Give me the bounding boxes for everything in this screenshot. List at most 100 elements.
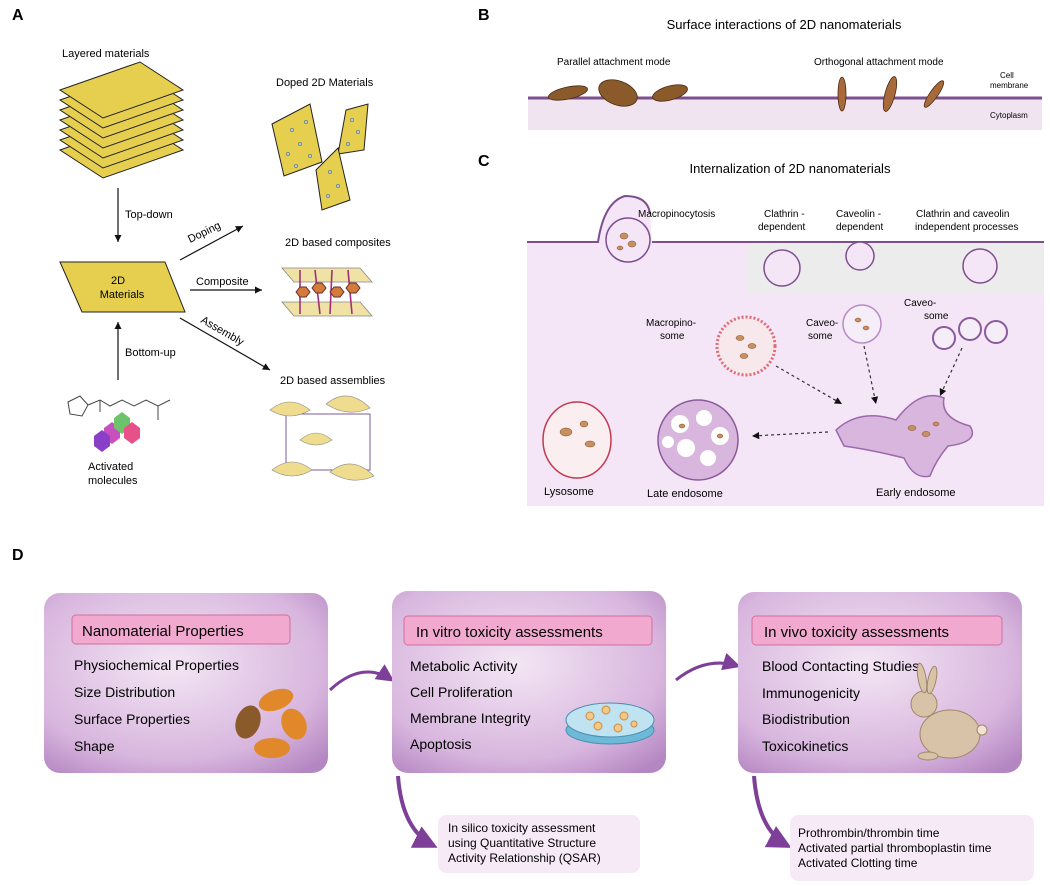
box3-item-2: Biodistribution bbox=[762, 711, 850, 727]
arrow-to-in-silico bbox=[396, 775, 438, 848]
panel-d-letter: D bbox=[12, 547, 24, 564]
box1-item-2: Surface Properties bbox=[74, 711, 190, 727]
caveosome-1-label-line2: some bbox=[808, 331, 833, 342]
late-endosome-vesicles bbox=[662, 410, 729, 466]
clathrin-label-line1: Clathrin - bbox=[764, 209, 805, 220]
panel-b: B Surface interactions of 2D nanomateria… bbox=[478, 7, 1042, 130]
independent-label-line2: independent processes bbox=[915, 222, 1018, 233]
box1-item-3: Shape bbox=[74, 738, 115, 754]
early-endosome-label: Early endosome bbox=[876, 487, 956, 499]
center-label-line2: Materials bbox=[100, 289, 145, 301]
clathrin-pit bbox=[763, 249, 801, 287]
activated-molecule-structure bbox=[67, 395, 171, 420]
early-endosome bbox=[835, 394, 974, 478]
layered-materials-label: Layered materials bbox=[62, 48, 150, 60]
parallel-label: Parallel attachment mode bbox=[557, 57, 671, 68]
center-label-line1: 2D bbox=[111, 275, 125, 287]
panel-a-letter: A bbox=[12, 7, 24, 24]
box2-item-0: Metabolic Activity bbox=[410, 658, 517, 674]
nanomaterial-properties-title-box bbox=[71, 614, 291, 645]
top-down-label: Top-down bbox=[125, 209, 173, 221]
arrow-box1-to-box2 bbox=[328, 664, 395, 692]
clathrin-label-line2: dependent bbox=[758, 222, 805, 233]
in-silico-box bbox=[438, 815, 640, 873]
assembly-structure bbox=[269, 395, 375, 481]
panel-b-letter: B bbox=[478, 7, 490, 24]
in-vitro-title: In vitro toxicity assessments bbox=[416, 624, 603, 641]
assembly-label: Assembly bbox=[199, 314, 247, 348]
caveolin-label-line2: dependent bbox=[836, 222, 883, 233]
cell-membrane-top bbox=[527, 194, 651, 243]
box2-item-3: Apoptosis bbox=[410, 736, 471, 752]
activated-label-line2: molecules bbox=[88, 475, 138, 487]
center-2d-sheet bbox=[59, 261, 186, 313]
macropinosome-label-line2: some bbox=[660, 331, 685, 342]
late-endosome-label: Late endosome bbox=[647, 488, 723, 500]
caveosome-cluster bbox=[932, 317, 1008, 350]
macropinocytosis-label: Macropinocytosis bbox=[638, 209, 715, 220]
in-silico-line-1: using Quantitative Structure bbox=[448, 836, 596, 850]
in-vivo-title-box bbox=[751, 615, 1003, 646]
independent-pit bbox=[962, 248, 998, 284]
panel-c-letter: C bbox=[478, 153, 490, 170]
panel-c-title: Internalization of 2D nanomaterials bbox=[690, 161, 891, 176]
macropinocytosis-vesicle bbox=[605, 217, 651, 263]
box3-item-1: Immunogenicity bbox=[762, 685, 860, 701]
layered-stack bbox=[58, 61, 185, 179]
caveolin-label-line1: Caveolin - bbox=[836, 209, 881, 220]
cytoplasm-label: Cytoplasm bbox=[990, 111, 1028, 120]
caveosome-1 bbox=[842, 304, 882, 344]
box1-item-0: Physiochemical Properties bbox=[74, 657, 239, 673]
cell-membrane-label-line1: Cell bbox=[1000, 71, 1014, 80]
activated-label-line1: Activated bbox=[88, 461, 133, 473]
orthogonal-label: Orthogonal attachment mode bbox=[814, 57, 944, 68]
lysosome bbox=[542, 401, 612, 479]
arrow-to-clotting bbox=[752, 775, 792, 848]
clotting-line-1: Activated partial thromboplastin time bbox=[798, 841, 992, 855]
panel-d: D Nanomaterial Properties Physiochemical… bbox=[12, 547, 1034, 881]
macropinosome bbox=[715, 315, 777, 377]
macropinosome-label-line1: Macropino- bbox=[646, 318, 696, 329]
caveosome-2-label-line2: some bbox=[924, 311, 949, 322]
lysosome-label: Lysosome bbox=[544, 486, 594, 498]
box2-item-1: Cell Proliferation bbox=[410, 684, 513, 700]
composites-title: 2D based composites bbox=[285, 237, 391, 249]
box1-item-1: Size Distribution bbox=[74, 684, 175, 700]
nanomaterial-properties-title: Nanomaterial Properties bbox=[82, 623, 244, 640]
petri-dish-icon bbox=[565, 702, 655, 745]
activated-hexagons bbox=[94, 412, 140, 452]
in-vivo-title: In vivo toxicity assessments bbox=[764, 624, 949, 641]
composite-label: Composite bbox=[196, 276, 249, 288]
in-silico-line-0: In silico toxicity assessment bbox=[448, 821, 596, 835]
independent-label-line1: Clathrin and caveolin bbox=[916, 209, 1009, 220]
dopant-dots bbox=[286, 117, 361, 198]
nanoparticle-discs-icon bbox=[235, 688, 307, 758]
clotting-line-0: Prothrombin/thrombin time bbox=[798, 826, 940, 840]
panel-c: C Internalization of 2D nanomaterials Ma… bbox=[478, 153, 1044, 506]
box2-item-2: Membrane Integrity bbox=[410, 710, 531, 726]
box3-item-0: Blood Contacting Studies bbox=[762, 658, 919, 674]
clotting-line-2: Activated Clotting time bbox=[798, 856, 918, 870]
caveosome-1-label-line1: Caveo- bbox=[806, 318, 838, 329]
parallel-particles bbox=[547, 79, 688, 107]
trafficking-arrows bbox=[751, 345, 963, 440]
internalized-particles bbox=[559, 232, 940, 448]
composite-structure bbox=[281, 267, 373, 317]
panel-b-title: Surface interactions of 2D nanomaterials bbox=[667, 17, 902, 32]
in-silico-line-2: Activity Relationship (QSAR) bbox=[448, 851, 601, 865]
assemblies-title: 2D based assemblies bbox=[280, 375, 386, 387]
doped-sheets bbox=[271, 103, 369, 211]
cytoplasm-region bbox=[528, 98, 1042, 130]
cell-membrane-label-line2: membrane bbox=[990, 81, 1029, 90]
orthogonal-particles bbox=[837, 76, 945, 112]
doped-2d-label: Doped 2D Materials bbox=[276, 77, 374, 89]
rabbit-icon bbox=[910, 662, 988, 761]
caveolin-pit bbox=[845, 241, 875, 271]
box3-item-3: Toxicokinetics bbox=[762, 738, 848, 754]
doping-label: Doping bbox=[186, 220, 223, 246]
panel-a: A Layered materials Top-down 2D Material… bbox=[12, 7, 391, 487]
bottom-up-label: Bottom-up bbox=[125, 347, 176, 359]
assembly-arrow bbox=[179, 317, 271, 371]
arrow-box2-to-box3 bbox=[675, 652, 741, 682]
